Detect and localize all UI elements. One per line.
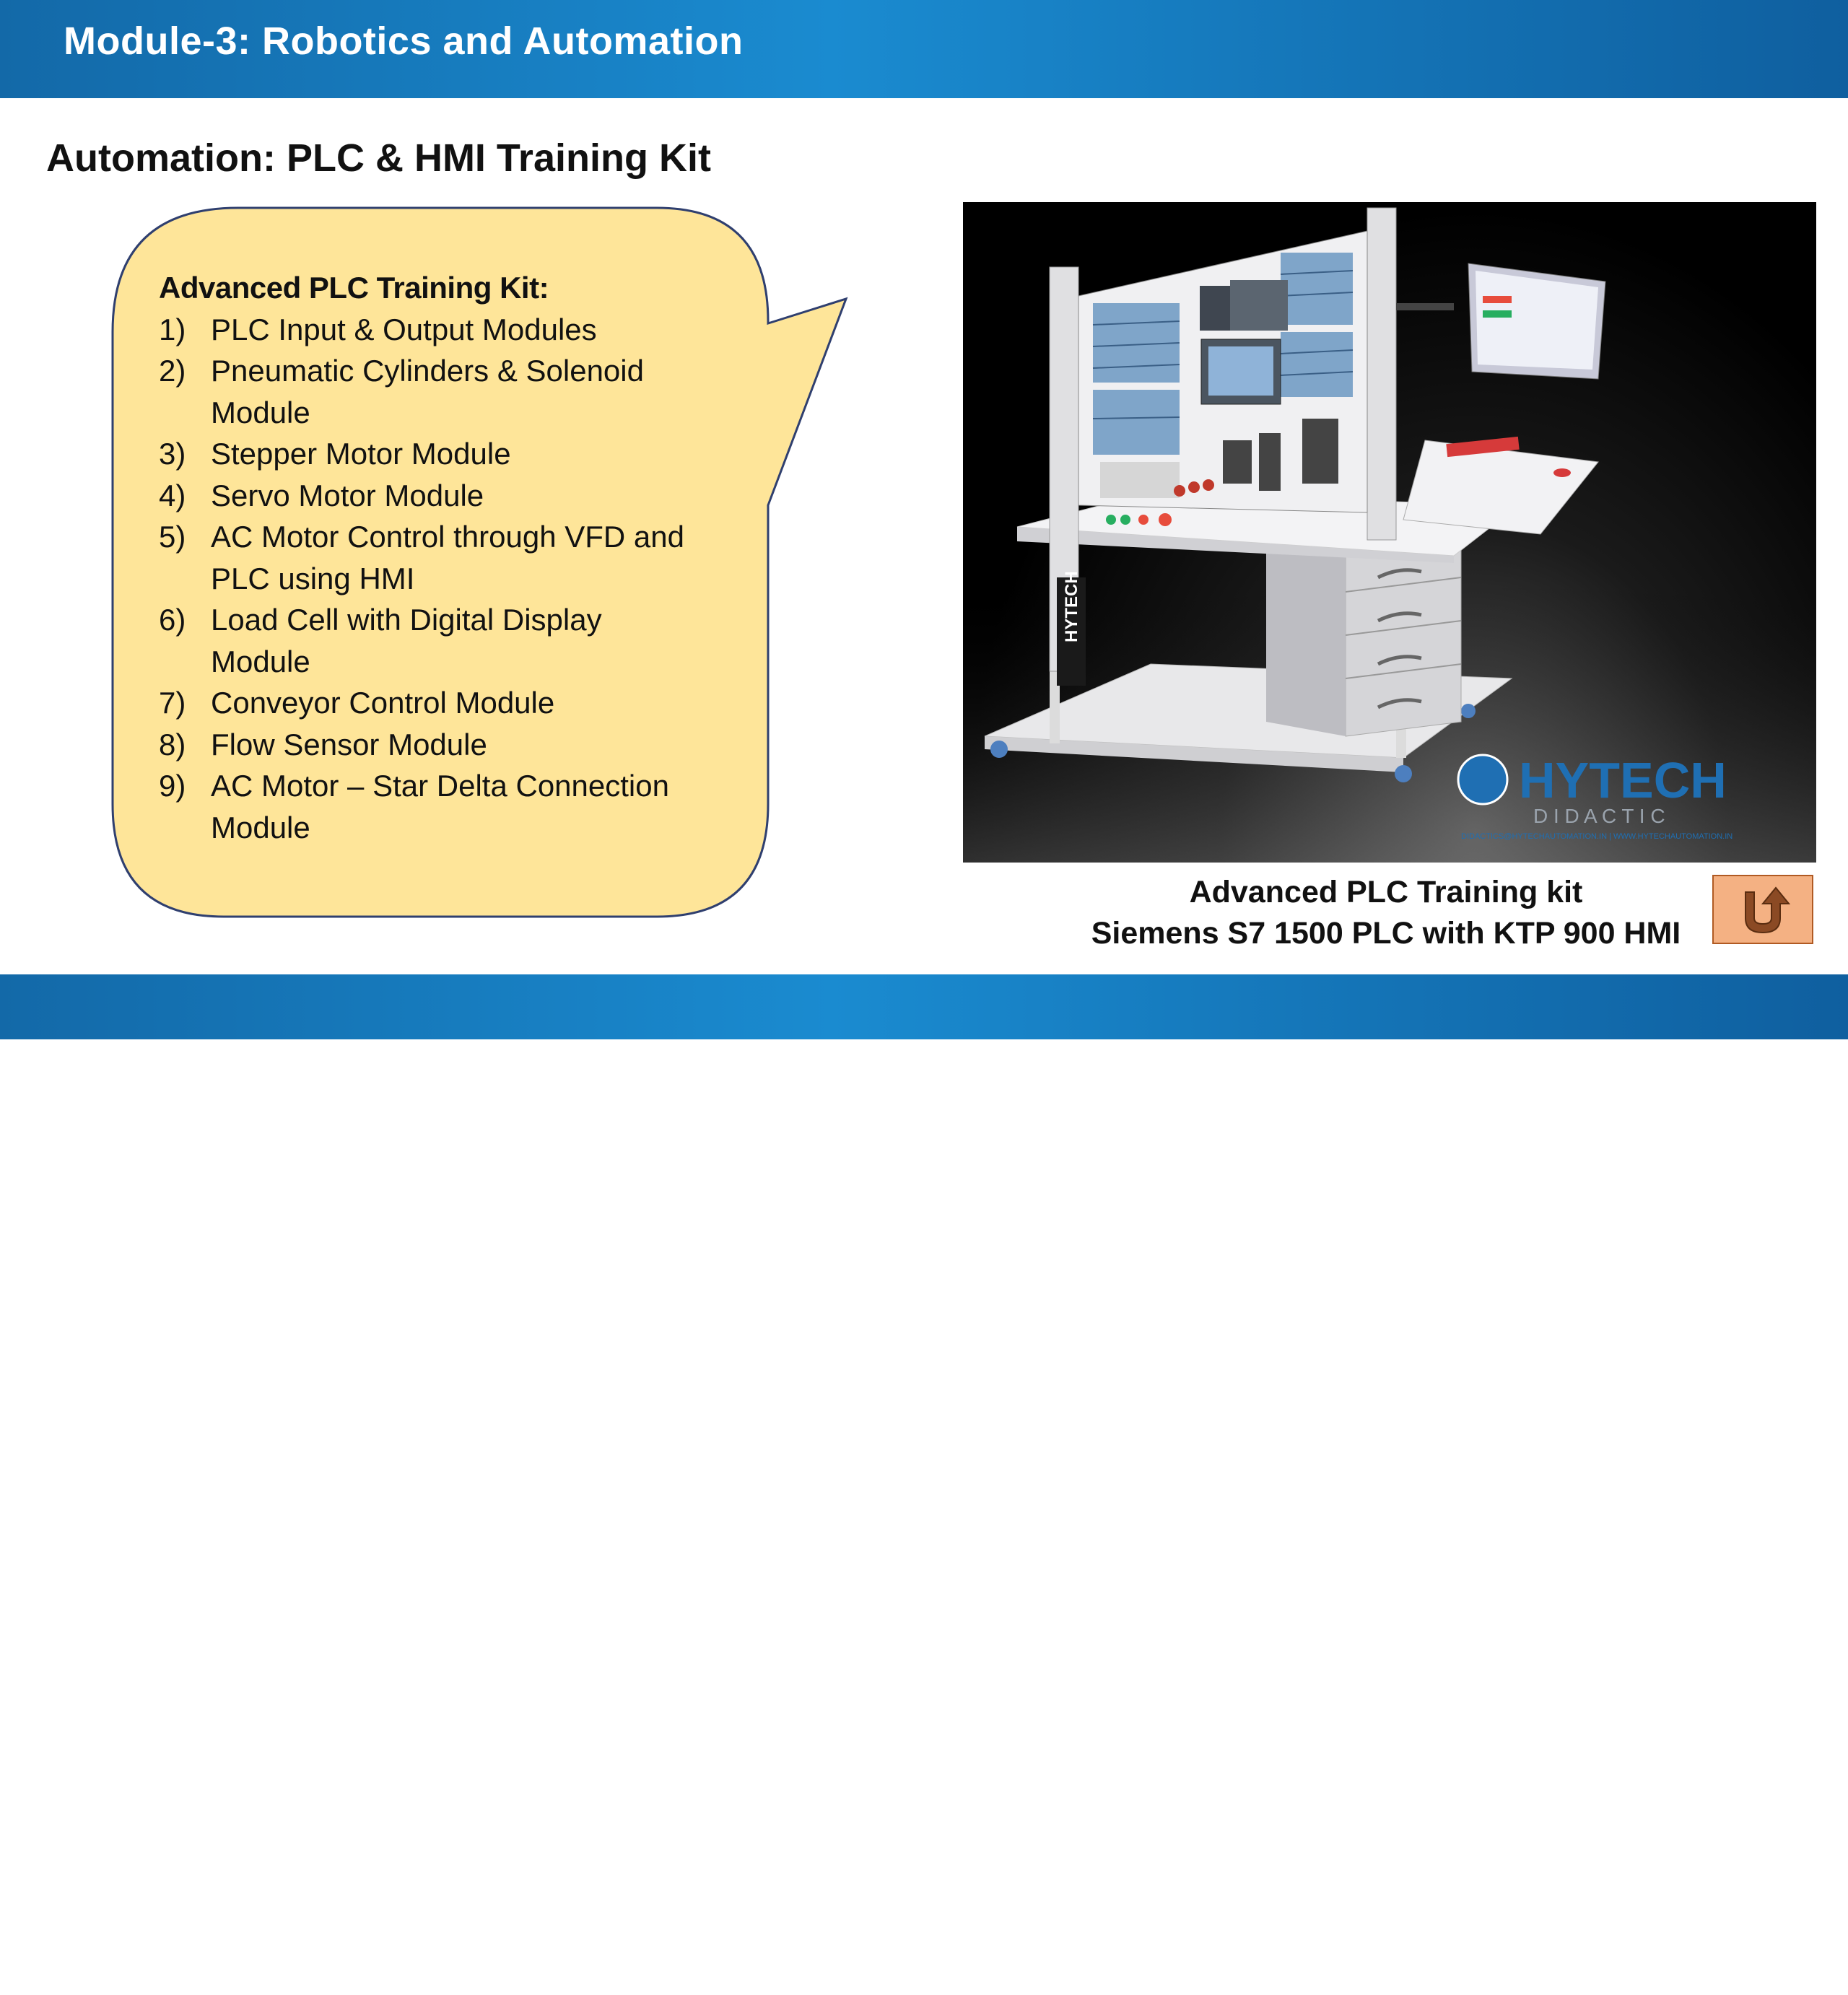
speech-callout: [111, 206, 848, 918]
caption-line-2: Siemens S7 1500 PLC with KTP 900 HMI: [1091, 916, 1681, 951]
feature-list-item: 4) Servo Motor Module: [159, 475, 765, 517]
item-text-line: Conveyor Control Module: [211, 686, 555, 720]
item-text-line: Load Cell with Digital Display: [211, 603, 602, 637]
back-button[interactable]: [1712, 875, 1813, 944]
page-number: 34: [1792, 1965, 1822, 1994]
return-arrow-icon: [1745, 886, 1791, 934]
caption-line-1: Advanced PLC Training kit: [1189, 875, 1583, 909]
item-number: 9): [159, 769, 186, 803]
item-text: Flow Sensor Module: [211, 724, 765, 766]
item-text-line: Module: [211, 644, 310, 678]
callout-heading: Advanced PLC Training Kit:: [159, 271, 549, 305]
logo-subtext: D I D A C T I C: [1533, 805, 1665, 827]
feature-list-item: 1) PLC Input & Output Modules: [159, 309, 765, 351]
logo-word: HYTECH: [1519, 752, 1727, 808]
feature-list-item: 8) Flow Sensor Module: [159, 724, 765, 766]
item-number: 4): [159, 478, 186, 512]
item-number: 6): [159, 603, 186, 637]
item-text-line: PLC Input & Output Modules: [211, 312, 597, 346]
item-text: PLC Input & Output Modules: [211, 309, 765, 351]
product-image: HYTECH HYTECH D I D A C T I C DIDACTICS@…: [963, 202, 1816, 863]
item-text-line: Stepper Motor Module: [211, 437, 511, 471]
item-number: 5): [159, 520, 186, 554]
item-text-line: Servo Motor Module: [211, 478, 484, 512]
item-text-line: AC Motor – Star Delta Connection: [211, 769, 669, 803]
item-number: 3): [159, 437, 186, 471]
feature-list-item: 3) Stepper Motor Module: [159, 433, 765, 475]
item-text: Servo Motor Module: [211, 475, 765, 517]
item-text-line: Module: [211, 395, 310, 429]
logo-url-text: DIDACTICS@HYTECHAUTOMATION.IN | WWW.HYTE…: [1461, 832, 1732, 841]
item-number: 8): [159, 727, 186, 761]
item-text-line: PLC using HMI: [211, 561, 415, 595]
module-title: Module-3: Robotics and Automation: [64, 19, 744, 63]
callout-content: Advanced PLC Training Kit: 1) PLC Input &…: [159, 267, 765, 848]
item-text-line: Module: [211, 810, 310, 844]
item-text-line: AC Motor Control through VFD and: [211, 520, 684, 554]
feature-list-item: 7) Conveyor Control Module: [159, 682, 765, 724]
item-text-line: Pneumatic Cylinders & Solenoid: [211, 354, 644, 388]
slide-title: Automation: PLC & HMI Training Kit: [46, 136, 711, 180]
header-bar: Module-3: Robotics and Automation: [0, 0, 1848, 98]
item-text-line: Flow Sensor Module: [211, 727, 487, 761]
feature-list: 1) PLC Input & Output Modules 2) Pneumatic …: [159, 309, 765, 849]
side-brand-text: HYTECH: [1062, 571, 1081, 642]
item-number: 7): [159, 686, 186, 720]
item-text: Stepper Motor Module: [211, 433, 765, 475]
item-text: Conveyor Control Module: [211, 682, 765, 724]
image-caption: Advanced PLC Training kit Siemens S7 150…: [1068, 872, 1704, 954]
item-number: 1): [159, 312, 186, 346]
footer-bar: 34: [0, 974, 1848, 1994]
item-number: 2): [159, 354, 186, 388]
